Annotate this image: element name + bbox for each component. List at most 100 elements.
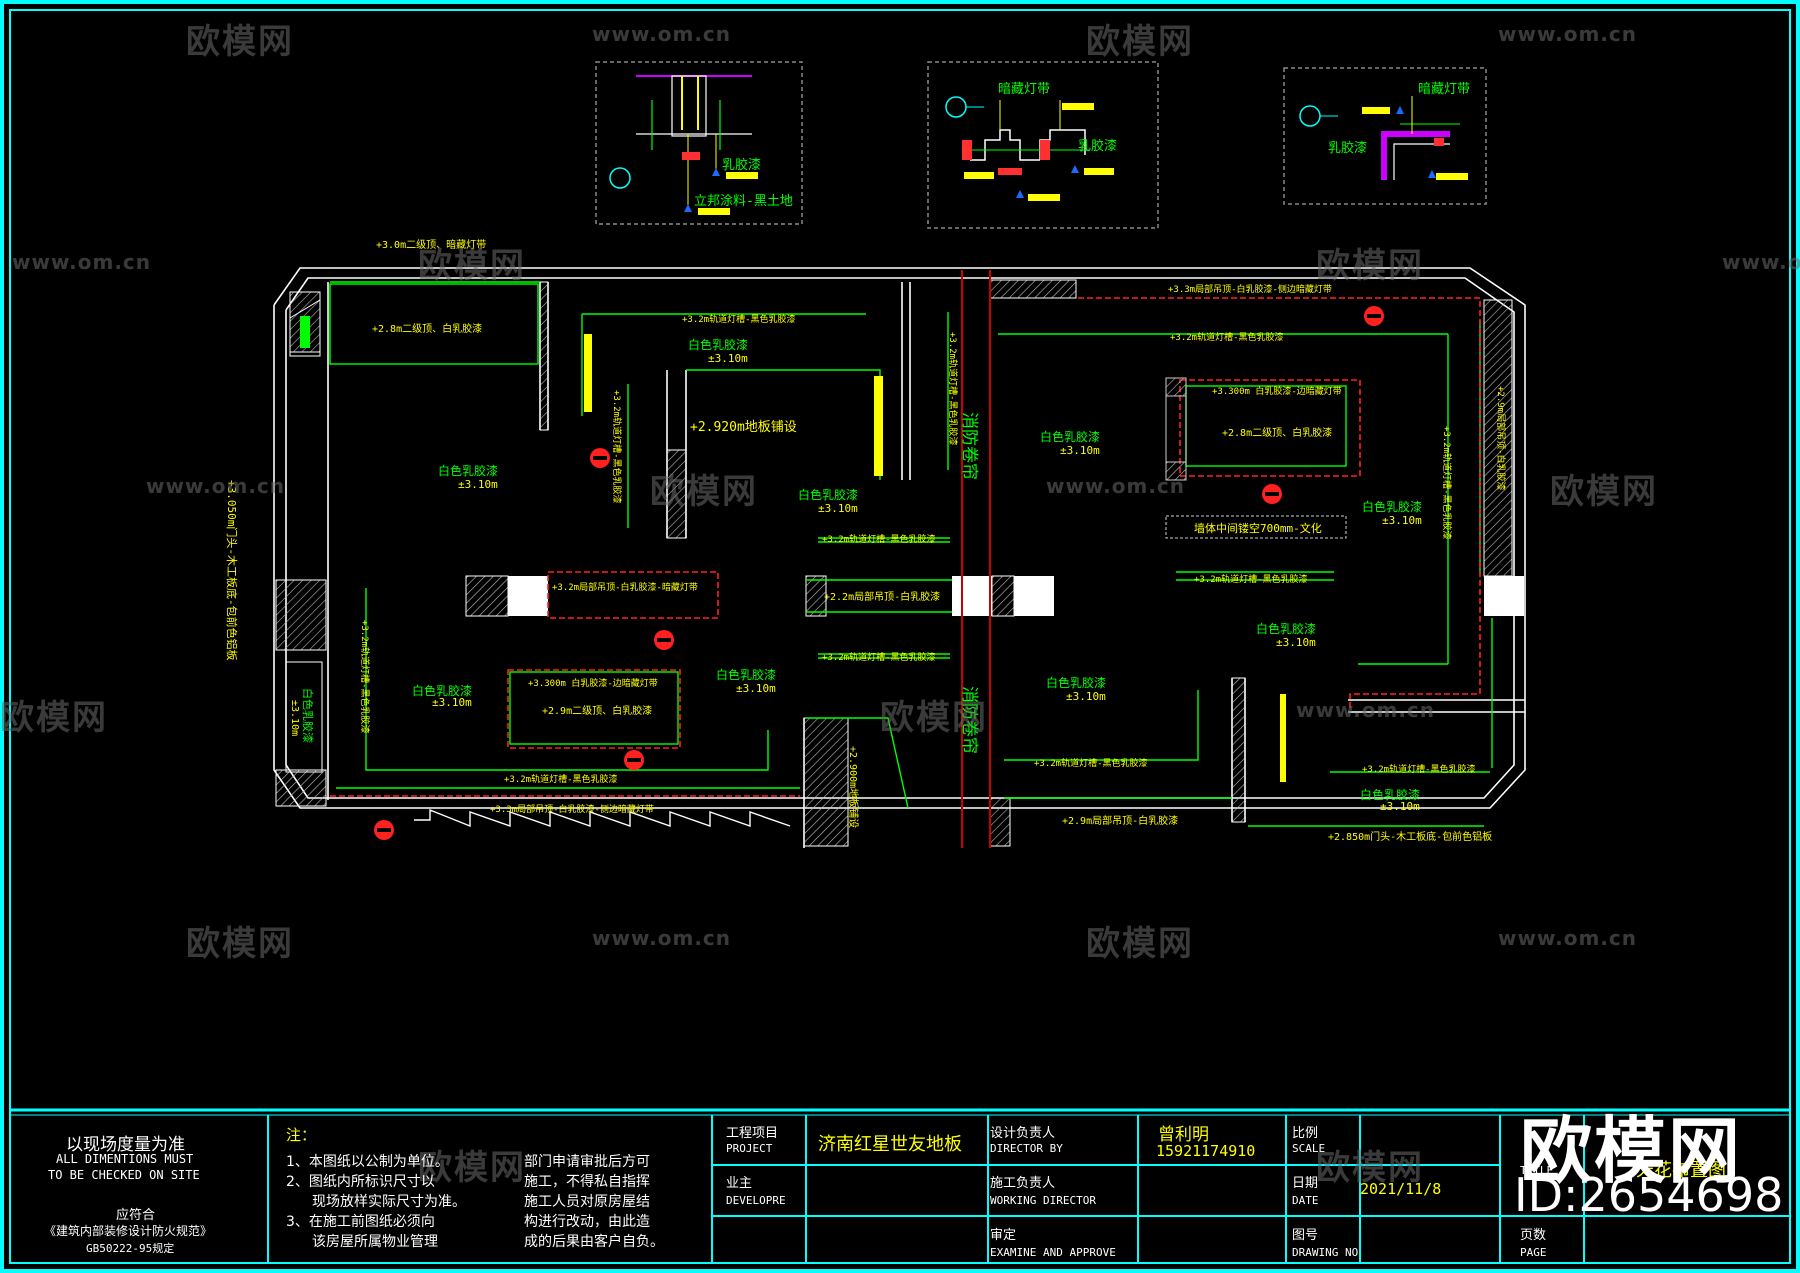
- label-track-vert-mid: +3.2m轨道灯槽-黑色乳胶漆: [947, 332, 957, 446]
- detail2-latex-label: 乳胶漆: [1078, 139, 1118, 154]
- label-track-vert1: +3.2m轨道灯槽-黑色乳胶漆: [611, 390, 621, 504]
- label-void: 墙体中间镂空700mm-文化: [1194, 522, 1322, 535]
- watermark-logo: 欧模网: [0, 698, 108, 738]
- label-box-bottom: +2.9m二级顶、白乳胶漆: [542, 706, 653, 717]
- owner-en: DEVELOPRE: [726, 1194, 786, 1207]
- label-elev-c1: ±3.10m: [708, 352, 748, 365]
- watermark-logo: 欧模网: [1316, 246, 1424, 286]
- note-line: 现场放样实际尺寸为准。: [312, 1194, 466, 1210]
- label-latex-r1: 白色乳胶漆: [1040, 430, 1101, 444]
- detail-box-1: [595, 61, 803, 225]
- note-line: 部门申请审批后方可: [524, 1154, 650, 1170]
- fire-symbols: [374, 306, 1384, 840]
- designer-value: 曾利明: [1158, 1125, 1209, 1145]
- code-no: GB50222-95规定: [86, 1242, 175, 1255]
- detail-box-3: [1283, 67, 1487, 205]
- construct-cn: 施工负责人: [990, 1176, 1056, 1191]
- comply-label: 应符合: [116, 1208, 156, 1223]
- label-box-right: +2.8m二级顶、白乳胶漆: [1222, 428, 1333, 439]
- label-track-bottom: +3.2m轨道灯槽-黑色乳胶漆: [504, 775, 618, 785]
- label-fire-shutter-1: 消防卷帘: [959, 412, 979, 480]
- watermark-url: www.om.cn: [1498, 22, 1638, 46]
- notes-list-1: 1、本图纸以公制为单位。 2、图纸内所标识尺寸以 现场放样实际尺寸为准。 3、在…: [286, 1152, 526, 1252]
- note-line: 施工，不得私自指挥: [524, 1174, 650, 1190]
- code-name: 《建筑内部装修设计防火规范》: [44, 1224, 213, 1238]
- note-line: 2、图纸内所标识尺寸以: [286, 1174, 435, 1190]
- label-elev-sl: ±3.10m: [432, 696, 472, 709]
- stair-block: [1165, 377, 1347, 539]
- label-elev-r5: ±3.10m: [1380, 800, 1420, 813]
- onsite-cn: 以现场度量为准: [66, 1135, 185, 1155]
- notes-title: 注：: [286, 1126, 317, 1144]
- onsite-en-1: ALL DIMENTIONS MUST: [56, 1152, 194, 1166]
- label-box-right-top: +3.300m 白乳胶漆-边暗藏灯带: [1212, 387, 1342, 397]
- date-cn: 日期: [1292, 1176, 1319, 1191]
- detail3-light-label: 暗藏灯带: [1418, 82, 1471, 97]
- label-latex-lc: 白色乳胶漆: [301, 688, 314, 743]
- label-elev-sc: ±3.10m: [736, 682, 776, 695]
- watermark-logo: 欧模网: [1086, 22, 1194, 62]
- note-line: 3、在施工前图纸必须向: [286, 1214, 435, 1230]
- watermark-logo: 欧模网: [1316, 1148, 1424, 1188]
- date-value: 2021/11/8: [1360, 1180, 1442, 1198]
- detail1-latex-label: 乳胶漆: [722, 158, 762, 173]
- bottom-zigzag: [414, 808, 791, 828]
- drawno-cn: 图号: [1292, 1228, 1319, 1243]
- label-latex-r2: 白色乳胶漆: [1362, 500, 1423, 514]
- label-right-vert2: +2.9m局部吊顶-白乳胶漆: [1495, 386, 1505, 491]
- label-top-left-header: +3.0m二级顶、暗藏灯带: [376, 240, 487, 251]
- watermark-logo: 欧模网: [418, 1148, 526, 1188]
- watermark-big-logo: 欧模网: [1519, 1109, 1742, 1193]
- label-right-track3: +3.2m轨道灯槽-黑色乳胶漆: [1034, 759, 1148, 769]
- project-value: 济南红星世友地板: [818, 1134, 962, 1155]
- ceiling-lines: [329, 281, 1493, 827]
- watermark-url: www.om.cn: [592, 926, 732, 950]
- notes-list-2: 部门申请审批后方可 施工，不得私自指挥 施工人员对原房屋结 构进行改动，由此造 …: [524, 1152, 714, 1252]
- detail1-paint-label: 立邦涂料-黑土地: [694, 194, 793, 209]
- watermark-url: www.om.cn: [1046, 474, 1186, 498]
- label-left-box: +2.8m二级顶、白乳胶漆: [372, 324, 483, 335]
- watermark-logo: 欧模网: [650, 472, 758, 512]
- label-box-bottom-top: +3.300m 白乳胶漆-边暗藏灯带: [528, 679, 658, 689]
- label-latex-sc: 白色乳胶漆: [716, 668, 777, 682]
- title-value: 天花布置图: [1636, 1160, 1726, 1181]
- note-line: 成的后果由客户自负。: [524, 1234, 664, 1250]
- label-floor: +2.920m地板铺设: [690, 420, 797, 435]
- watermark-url: www.om.cn: [146, 474, 286, 498]
- label-right-bottom: +2.850m门头-木工板底-包前色铝板: [1328, 832, 1493, 843]
- watermark-logo: 欧模网: [880, 698, 988, 738]
- note-line: 构进行改动，由此造: [524, 1214, 650, 1230]
- title-block-grid: [267, 1115, 1790, 1263]
- note-line: 该房屋所属物业管理: [312, 1234, 438, 1250]
- label-latex-r5: 白色乳胶漆: [1360, 788, 1421, 802]
- construct-en: WORKING DIRECTOR: [990, 1194, 1096, 1207]
- page-en: PAGE: [1520, 1246, 1547, 1259]
- note-line: 施工人员对原房屋结: [524, 1194, 650, 1210]
- scale-en: SCALE: [1292, 1142, 1326, 1155]
- watermark-id: ID:2654698: [1514, 1168, 1784, 1222]
- drawno-en: DRAWING NO: [1292, 1246, 1359, 1259]
- label-elev-r2: ±3.10m: [1382, 514, 1422, 527]
- page-cn: 页数: [1520, 1228, 1547, 1243]
- light-strips: [584, 334, 1286, 782]
- note-line: 1、本图纸以公制为单位。: [286, 1154, 449, 1170]
- label-track1: +3.2m轨道灯槽-黑色乳胶漆: [682, 315, 796, 325]
- label-right-track2: +3.2m轨道灯槽-黑色乳胶漆: [1194, 575, 1308, 585]
- label-latex-sl: 白色乳胶漆: [412, 684, 473, 698]
- fire-shutter-lines: [961, 270, 991, 848]
- label-bottom-hanging: +3.3m局部吊顶-白乳胶漆-侧边暗藏灯带: [490, 805, 654, 815]
- hatched-walls: [275, 279, 1513, 847]
- watermark-logo: 欧模网: [1086, 924, 1194, 964]
- onsite-en-2: TO BE CHECKED ON SITE: [48, 1168, 200, 1182]
- date-en: DATE: [1292, 1194, 1319, 1207]
- sheet-frame-inner: [9, 9, 1791, 1264]
- watermark-logo: 欧模网: [186, 22, 294, 62]
- project-cn: 工程项目: [726, 1126, 779, 1141]
- label-right-track4: +3.2m轨道灯槽-黑色乳胶漆: [1362, 765, 1476, 775]
- approve-en: EXAMINE AND APPROVE: [990, 1246, 1116, 1259]
- legend-block: [285, 299, 323, 773]
- approve-cn: 审定: [990, 1228, 1017, 1243]
